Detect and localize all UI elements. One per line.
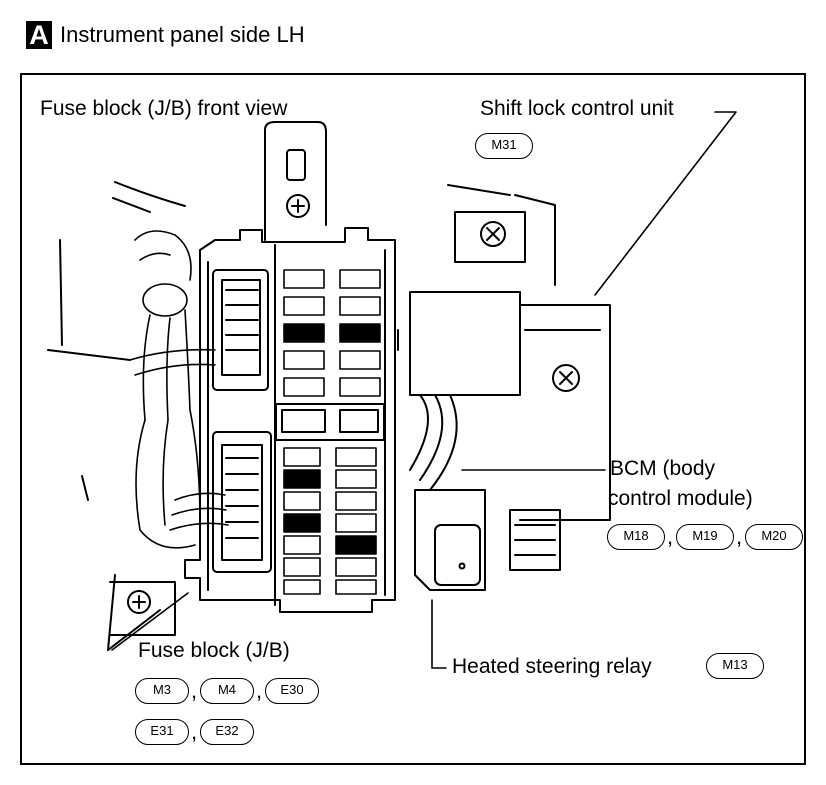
fuse-front-view-label: Fuse block (J/B) front view xyxy=(40,97,288,120)
separator-comma: , xyxy=(736,524,743,549)
bcm-connector-badge-3: M20 xyxy=(745,524,803,550)
fuse-block-label: Fuse block (J/B) xyxy=(138,639,290,662)
bcm-connector-badge-1: M18 xyxy=(607,524,665,550)
separator-comma: , xyxy=(256,678,263,703)
dashboard-contours xyxy=(48,182,185,650)
heated-relay-connector-badge: M13 xyxy=(706,653,764,679)
heated-steering-relay xyxy=(415,490,485,590)
diagram-frame xyxy=(20,73,806,765)
lower-fuses xyxy=(284,448,376,594)
heated-relay-label: Heated steering relay xyxy=(452,655,652,678)
fuse-block-connector-badge-1: M3 xyxy=(135,678,189,704)
separator-comma: , xyxy=(191,719,198,744)
shift-lock-bracket xyxy=(448,185,555,285)
fuse-block-body xyxy=(185,228,395,612)
bcm-module xyxy=(398,292,610,570)
upper-connector xyxy=(213,270,268,390)
lower-connector xyxy=(213,432,271,572)
bcm-label-line2: control module) xyxy=(608,487,753,510)
bcm-label-line1: BCM (body xyxy=(610,457,716,480)
lower-bolt-bracket xyxy=(110,582,175,635)
shift-lock-label: Shift lock control unit xyxy=(480,97,674,120)
middle-relay-strip xyxy=(276,404,384,440)
separator-comma: , xyxy=(191,678,198,703)
bcm-connector-badge-2: M19 xyxy=(676,524,734,550)
fuse-block-connector-badge-4: E31 xyxy=(135,719,189,745)
upper-fuses xyxy=(284,270,380,396)
shift-lock-connector-badge: M31 xyxy=(475,133,533,159)
fuse-block-connector-badge-5: E32 xyxy=(200,719,254,745)
leader-lines xyxy=(112,112,736,668)
top-bracket xyxy=(265,122,326,240)
section-badge: A xyxy=(26,21,52,49)
fuse-block-connector-badge-3: E30 xyxy=(265,678,319,704)
separator-comma: , xyxy=(667,524,674,549)
fuse-block-connector-badge-2: M4 xyxy=(200,678,254,704)
section-title: Instrument panel side LH xyxy=(60,22,305,47)
